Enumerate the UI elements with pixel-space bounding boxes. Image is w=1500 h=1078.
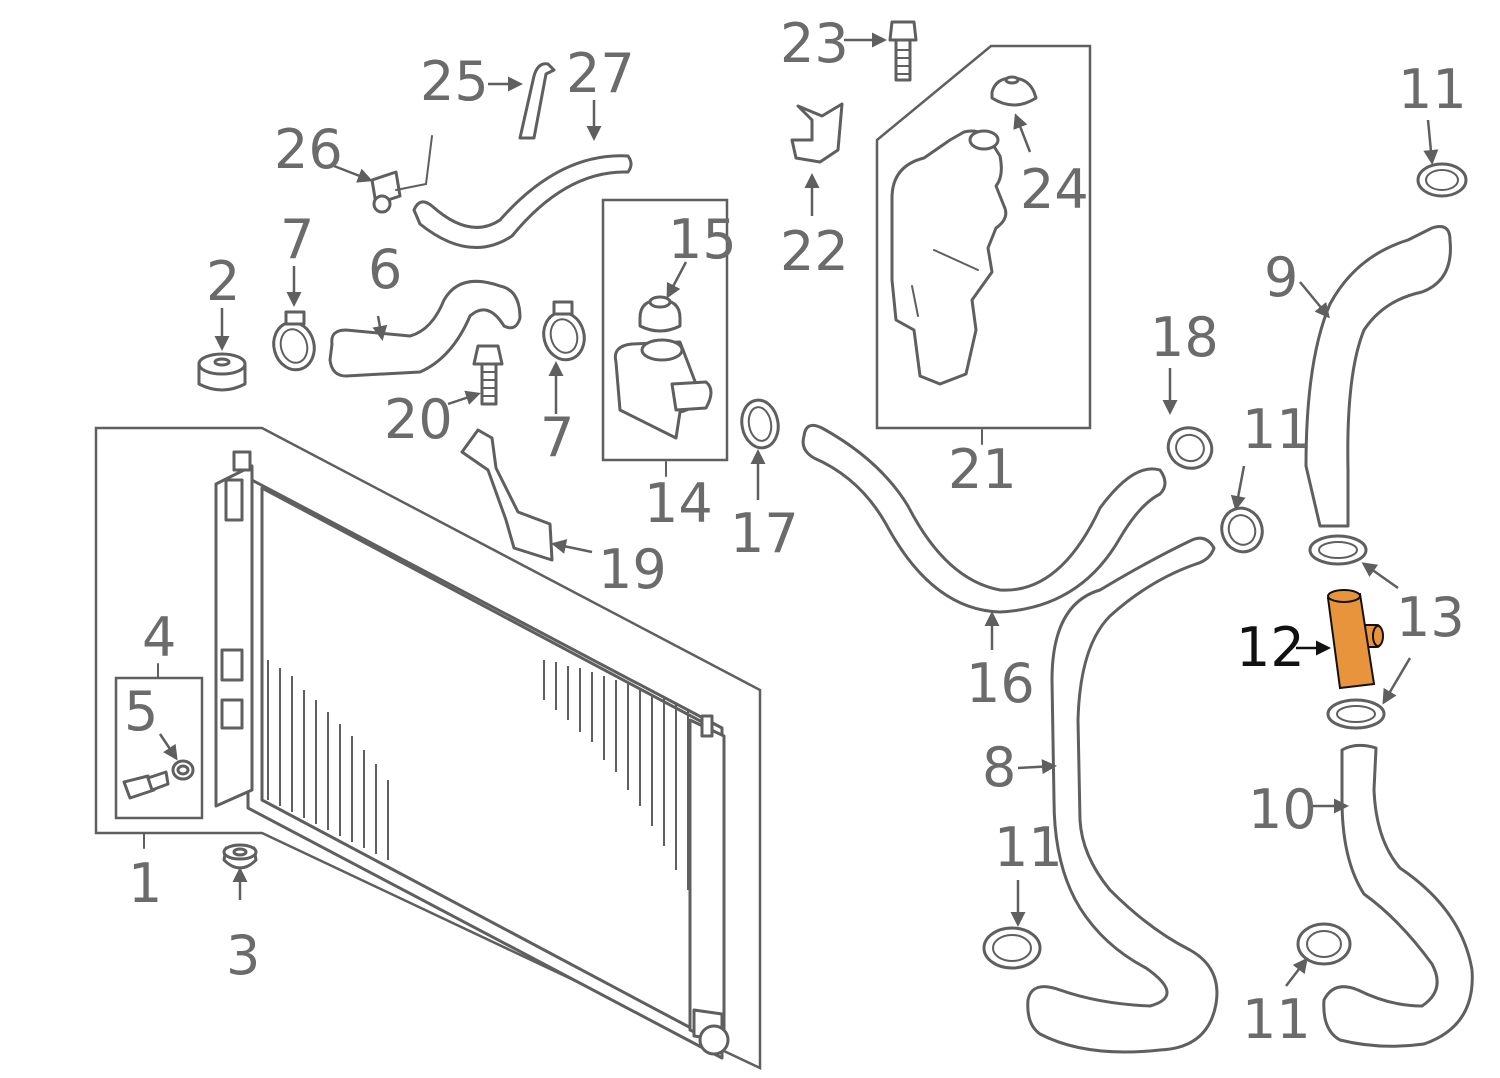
reservoir-group-frame (875, 44, 1092, 430)
hose-clamp-11d (1296, 922, 1352, 966)
callout-16: 16 (966, 652, 1035, 715)
callout-11d: 11 (1242, 988, 1311, 1051)
callout-4: 4 (142, 606, 176, 669)
callout-23: 23 (780, 12, 849, 75)
callout-6: 6 (368, 238, 402, 301)
bolt-23 (888, 20, 918, 82)
lower-hose-right (1322, 743, 1474, 1048)
filler-neck-group-frame (601, 198, 729, 462)
leader-arrows (143, 32, 1439, 987)
coolant-reservoir (890, 129, 1008, 386)
callout-27: 27 (566, 42, 635, 105)
callout-20: 20 (384, 388, 453, 451)
overflow-tube (518, 62, 556, 140)
callout-12: 12 (1236, 616, 1305, 679)
callout-3: 3 (226, 924, 260, 987)
lower-hose-left (1026, 536, 1219, 1054)
callout-19: 19 (598, 538, 667, 601)
callout-7b: 7 (540, 406, 574, 469)
hose-clamp-13b (1326, 698, 1386, 730)
radiator-cap (638, 295, 682, 333)
bypass-hose (412, 154, 633, 249)
callout-11c: 11 (994, 816, 1063, 879)
callout-labels: 1 2 3 4 5 6 7 7 8 9 10 11 11 11 11 12 13… (124, 12, 1467, 1051)
callout-24: 24 (1020, 158, 1089, 221)
upper-radiator-hose (328, 279, 522, 378)
bracket (460, 428, 554, 562)
callout-10: 10 (1248, 778, 1317, 841)
callout-8: 8 (982, 736, 1016, 799)
callout-1: 1 (128, 852, 162, 915)
callout-18: 18 (1150, 306, 1219, 369)
reservoir-bracket (790, 102, 844, 164)
hose-clamp-13a (1308, 534, 1368, 566)
reservoir-hose (801, 423, 1167, 614)
lower-cushion (222, 843, 258, 870)
callout-11a: 11 (1398, 58, 1467, 121)
hose-clip (370, 135, 433, 214)
callout-25: 25 (420, 50, 489, 113)
callout-26: 26 (274, 118, 343, 181)
callout-13: 13 (1396, 586, 1465, 649)
upper-hose-right (1304, 225, 1452, 528)
callout-15: 15 (668, 208, 737, 271)
hose-clamp-17 (740, 398, 780, 450)
callout-17: 17 (730, 502, 799, 565)
hose-clamp-18 (1166, 426, 1214, 470)
drain-plug (122, 759, 195, 800)
callout-9: 9 (1264, 246, 1298, 309)
radiator-core (214, 450, 730, 1060)
callout-5: 5 (124, 680, 158, 743)
mount-cushion (197, 352, 247, 392)
tee-connector-highlighted (1326, 589, 1384, 690)
hose-clamp-7a (272, 310, 316, 372)
callout-21: 21 (948, 438, 1017, 501)
filler-neck (613, 338, 713, 440)
hose-clamp-11b (1220, 506, 1264, 554)
callout-14: 14 (644, 472, 713, 535)
hose-clamp-11a (1416, 162, 1468, 198)
hose-clamp-7b (542, 300, 586, 362)
callout-7a: 7 (280, 208, 314, 271)
callout-11b: 11 (1242, 398, 1311, 461)
callout-2: 2 (206, 250, 240, 313)
hose-clamp-11c (982, 926, 1042, 970)
callout-22: 22 (780, 220, 849, 283)
reservoir-cap (990, 75, 1038, 107)
radiator-group-frame (94, 426, 762, 1070)
bolt-20 (472, 344, 504, 406)
